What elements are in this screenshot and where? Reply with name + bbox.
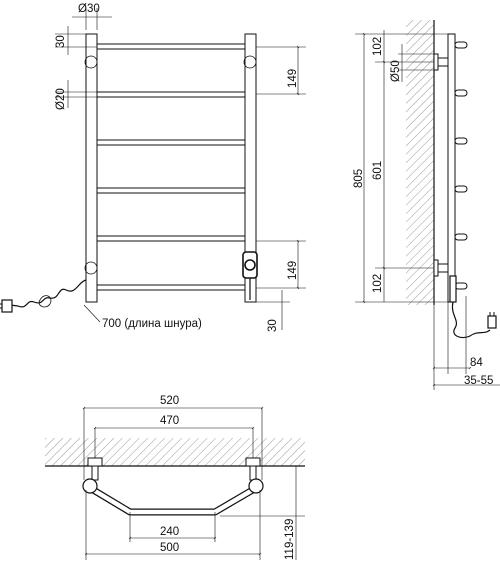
bottom-offset-label: 30 [267, 319, 279, 332]
mount-flange-icon [84, 261, 98, 275]
side-plug-icon [487, 312, 497, 329]
left-mount-icon [87, 457, 103, 481]
base-width-label: 500 [160, 542, 179, 554]
outer-width-label: 520 [160, 395, 179, 407]
cord-length-label: 700 (длина шнура) [102, 318, 202, 330]
cord-leader [83, 304, 101, 323]
top-offset-label: 30 [55, 35, 67, 48]
rungs [96, 43, 246, 291]
heater-connector-icon [242, 251, 258, 300]
upper-mount-icon [433, 53, 449, 71]
left-pipe [85, 33, 98, 303]
depth-label: 119-139 [284, 519, 296, 560]
inner-width-label: 240 [160, 526, 179, 538]
left-end-cap [82, 478, 98, 494]
top-mount-offset-label: 102 [372, 37, 384, 56]
mount-flange-icon [243, 55, 257, 69]
side-rungs [454, 41, 468, 290]
bottom-mount-offset-label: 102 [372, 274, 384, 293]
plug-offset-label: 84 [470, 357, 483, 369]
lower-mount-icon [433, 259, 449, 277]
right-mount-icon [245, 457, 261, 481]
side-view: 805 102 Ø50 601 102 84 35-55 [353, 20, 500, 390]
total-height-label: 805 [353, 169, 365, 188]
right-end-cap [248, 478, 264, 494]
plug-icon [0, 299, 13, 313]
power-cord [9, 279, 87, 308]
mount-width-label: 470 [160, 415, 179, 427]
right-pipe [244, 33, 257, 303]
wall-distance-label: 35-55 [464, 375, 493, 387]
side-cord [451, 301, 491, 339]
flange-diameter-label: Ø50 [390, 60, 402, 82]
rung-diameter-label: Ø20 [55, 88, 67, 110]
upper-spacing-label: 149 [287, 69, 299, 88]
top-view: 520 470 240 500 119-139 [45, 395, 305, 560]
side-pipe [447, 33, 456, 303]
lower-spacing-label: 149 [287, 261, 299, 280]
front-view: Ø30 30 Ø20 149 149 30 700 (длина шнура) [0, 3, 306, 332]
mount-flange-icon [84, 55, 98, 69]
side-heater [449, 275, 457, 303]
mount-spacing-label: 601 [372, 161, 384, 180]
wall-hatch [406, 20, 434, 305]
pipe-diameter-label: Ø30 [78, 3, 100, 15]
